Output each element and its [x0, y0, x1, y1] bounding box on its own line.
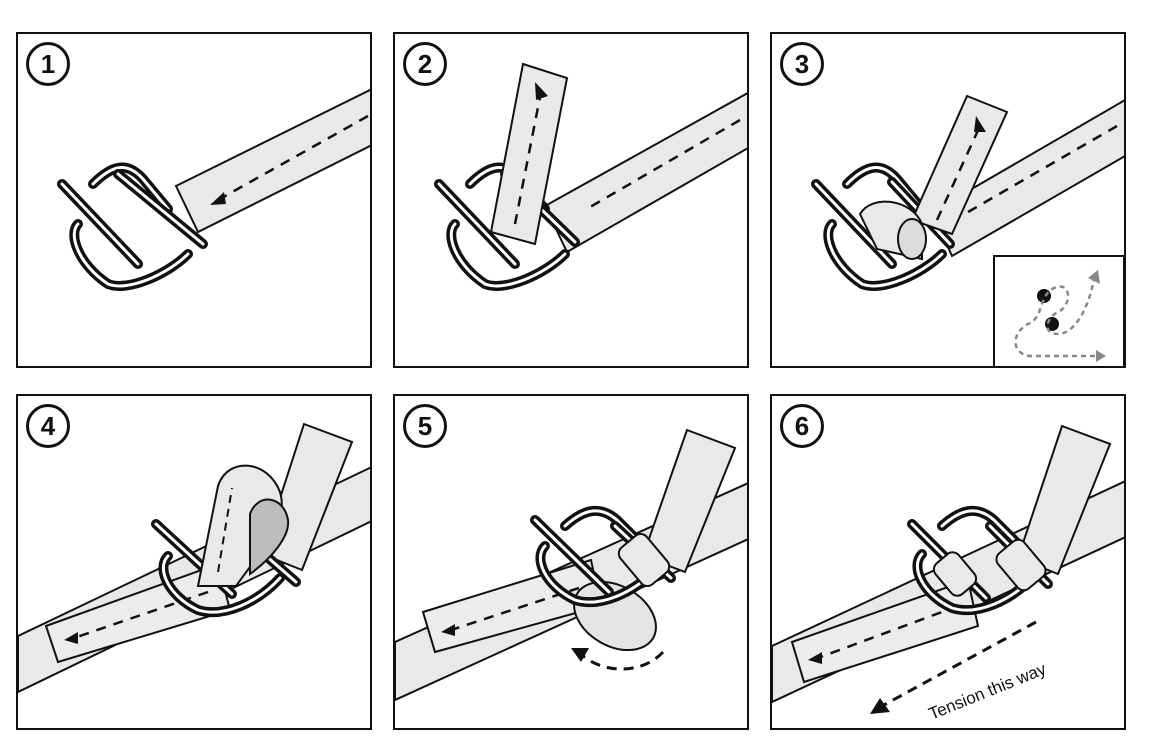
step-panel-4: 4 [16, 394, 372, 730]
step-number: 1 [40, 48, 56, 79]
step-panel-3: 3 [770, 32, 1126, 368]
step-1-illustration [57, 88, 370, 291]
strap [395, 428, 747, 702]
step-panel-6: 6 Tension this way [770, 394, 1126, 730]
buckle [57, 162, 208, 291]
step-5-illustration [395, 428, 747, 702]
step-2-illustration [434, 62, 747, 291]
strap [772, 424, 1124, 704]
step-number-badge: 1 [26, 42, 70, 86]
step-number-badge: 5 [403, 404, 447, 448]
step-number: 3 [794, 48, 810, 79]
step-number-badge: 4 [26, 404, 70, 448]
tension-arrow [870, 620, 1037, 714]
step-panel-5: 5 [393, 394, 749, 730]
buckle [907, 505, 1053, 616]
strap [543, 92, 747, 254]
step-number-badge: 6 [780, 404, 824, 448]
step-3-illustration [811, 94, 1124, 366]
threading-inset [993, 255, 1124, 366]
strap-loop [196, 464, 290, 587]
step-number: 2 [417, 48, 433, 79]
strap-end-up [489, 62, 569, 246]
step-number: 4 [40, 410, 56, 441]
step-number-badge: 2 [403, 42, 447, 86]
step-4-illustration [18, 422, 370, 694]
step-number-badge: 3 [780, 42, 824, 86]
step-number: 6 [794, 410, 810, 441]
step-panel-1: 1 [16, 32, 372, 368]
strap-end-wrapped [858, 94, 1009, 261]
buckle [811, 162, 955, 291]
step-number: 5 [417, 410, 433, 441]
buckle [530, 505, 676, 608]
step-6-illustration [772, 424, 1124, 714]
rotate-arrow [571, 648, 665, 671]
step-panel-2: 2 [393, 32, 749, 368]
strap [174, 88, 370, 234]
